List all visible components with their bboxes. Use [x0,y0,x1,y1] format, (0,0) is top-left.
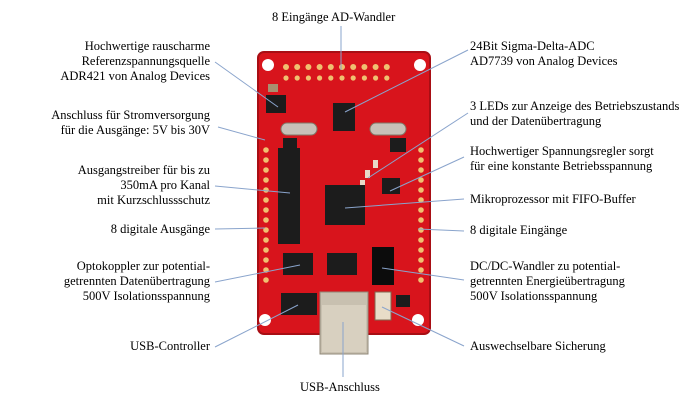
pin-pad [418,167,424,173]
pin-pad [350,64,357,70]
pin-pad [418,217,424,223]
leader-line [214,227,266,230]
leader-line [367,112,469,179]
label-digital-outputs: 8 digitale Ausgänge [110,222,210,236]
leader-line [214,185,291,194]
crystal-left [280,122,318,136]
label-usb-controller: USB-Controller [130,339,210,353]
mounting-hole [414,59,426,71]
mounting-hole [262,59,274,71]
pin-pad [263,227,269,233]
leader-line [389,156,465,192]
pin-pad [283,64,289,70]
reference-chip [266,95,286,113]
pin-pad [361,64,368,70]
fuse-holder [374,291,392,321]
label-status-leds: 3 LEDs zur Anzeige des Betriebszustands … [470,99,680,128]
voltage-regulator [382,178,400,194]
pin-pad [263,197,269,203]
optocoupler-chip [283,253,313,275]
label-power-supply: Anschluss für Stromversorgung für die Au… [51,108,210,137]
pin-pad [294,75,300,81]
pin-pad [263,187,269,193]
status-led [360,180,365,188]
label-dcdc-converter: DC/DC-Wandler zu potential- getrennten E… [470,259,625,303]
pin-pad [263,157,269,163]
leader-line [344,49,469,113]
microprocessor-chip [325,185,365,225]
pin-pad [263,257,269,263]
pin-pad [418,187,424,193]
pin-pad [384,75,390,81]
label-usb-port: USB-Anschluss [300,380,380,394]
pin-pad [361,75,367,81]
pin-pad [263,177,269,183]
power-connector [283,138,297,148]
leader-line [214,61,279,108]
pin-pad [263,237,269,243]
pin-pad [263,167,269,173]
digital-output-pins [263,147,269,283]
label-voltage-regulator: Hochwertiger Spannungsregler sorgt für e… [470,144,654,173]
pin-pad [263,207,269,213]
label-fuse: Auswechselbare Sicherung [470,339,606,353]
leader-line [344,198,465,209]
leader-line [217,126,266,141]
leader-line [214,264,301,283]
ad-input-pins [283,64,390,81]
pin-pad [305,64,312,70]
pin-pad [263,217,269,223]
pin-pad [294,64,301,70]
pin-pad [418,277,424,283]
pin-pad [316,64,323,70]
pin-pad [283,75,289,81]
pin-pad [317,75,323,81]
label-digital-inputs: 8 digitale Eingänge [470,223,568,237]
pin-pad [418,237,424,243]
pin-pad [418,247,424,253]
dcdc-converter [372,247,394,285]
pin-pad [263,147,269,153]
pin-pad [372,64,379,70]
pin-pad [418,197,424,203]
pin-pad [373,75,379,81]
status-led [365,170,370,178]
leader-line [214,304,299,348]
pin-pad [418,257,424,263]
leader-line [417,228,465,232]
digital-input-pins [418,147,424,283]
pin-pad [418,157,424,163]
label-adc: 24Bit Sigma-Delta-ADC AD7739 von Analog … [470,39,618,68]
pin-pad [418,267,424,273]
label-reference-source: Hochwertige rauscharme Referenzspannungs… [60,39,210,83]
label-microprocessor: Mikroprozessor mit FIFO-Buffer [470,192,636,206]
crystal-right [369,122,407,136]
pin-pad [305,75,311,81]
pin-pad [418,207,424,213]
pin-pad [418,147,424,153]
pin-pad [263,247,269,253]
label-optocoupler: Optokoppler zur potential- getrennten Da… [63,259,210,303]
pin-pad [383,64,390,70]
pin-pad [339,75,345,81]
leader-line [381,267,465,281]
label-ad-inputs: 8 Eingänge AD-Wandler [272,10,396,24]
status-led [373,160,378,168]
output-driver-chip [278,148,300,244]
pin-pad [350,75,356,81]
pin-pad [328,75,334,81]
leader-line [381,306,465,347]
pin-pad [418,177,424,183]
optocoupler-chip [327,253,357,275]
pin-pad [263,277,269,283]
pin-pad [327,64,334,70]
label-output-driver: Ausgangstreiber für bis zu 350mA pro Kan… [77,163,210,207]
